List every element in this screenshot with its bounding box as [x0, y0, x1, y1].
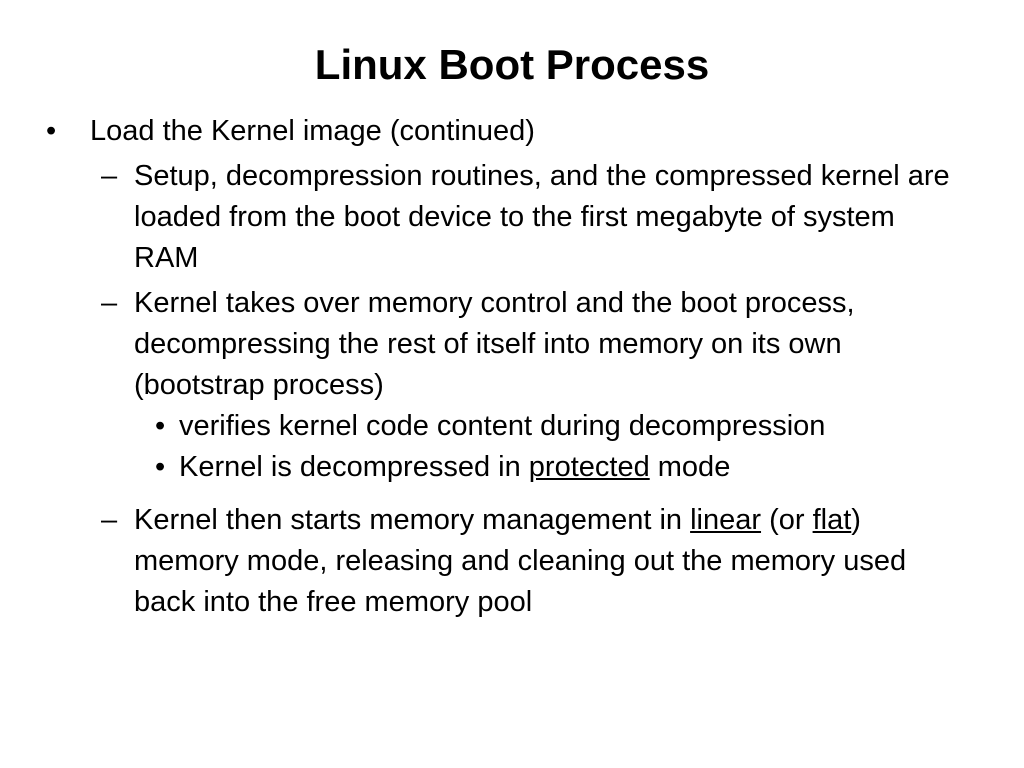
slide-title: Linux Boot Process	[314, 41, 710, 88]
bullet-text: Load the Kernel image (continued)	[90, 115, 535, 147]
subbullet-text: Kernel takes over memory control and the…	[134, 287, 855, 401]
dash-marker: –	[101, 287, 118, 319]
subbullet-setup: – Setup, decompression routines, and the…	[0, 156, 1024, 279]
subbullet-kernel-takes-over: – Kernel takes over memory control and t…	[0, 283, 1024, 406]
subbullet-text-middle: (or	[761, 504, 813, 536]
underlined-term-protected: protected	[528, 451, 650, 483]
bullet-marker: •	[155, 451, 166, 483]
subbullet-text-after: ) memory mode, releasing and cleaning ou…	[134, 504, 907, 618]
subsubbullet-decompressed: • Kernel is decompressed in protected mo…	[0, 447, 1024, 488]
subbullet-text: Setup, decompression routines, and the c…	[134, 160, 950, 274]
bullet-marker: •	[46, 115, 57, 147]
dash-marker: –	[101, 504, 118, 536]
slide-content: • Load the Kernel image (continued) – Se…	[0, 110, 1024, 623]
subsubbullet-verifies: • verifies kernel code content during de…	[0, 406, 1024, 447]
subsubbullet-text: verifies kernel code content during deco…	[179, 410, 826, 442]
underlined-term-linear: linear	[690, 504, 762, 536]
subbullet-text-before: Kernel then starts memory management in	[134, 504, 691, 536]
bullet-load-kernel: • Load the Kernel image (continued)	[0, 110, 1024, 152]
subsubbullet-text-before: Kernel is decompressed in	[179, 451, 529, 483]
bullet-marker: •	[155, 410, 166, 442]
dash-marker: –	[101, 160, 118, 192]
underlined-term-flat: flat	[812, 504, 852, 536]
subbullet-memory-management: – Kernel then starts memory management i…	[0, 500, 1024, 623]
subsubbullet-text-after: mode	[649, 451, 731, 483]
